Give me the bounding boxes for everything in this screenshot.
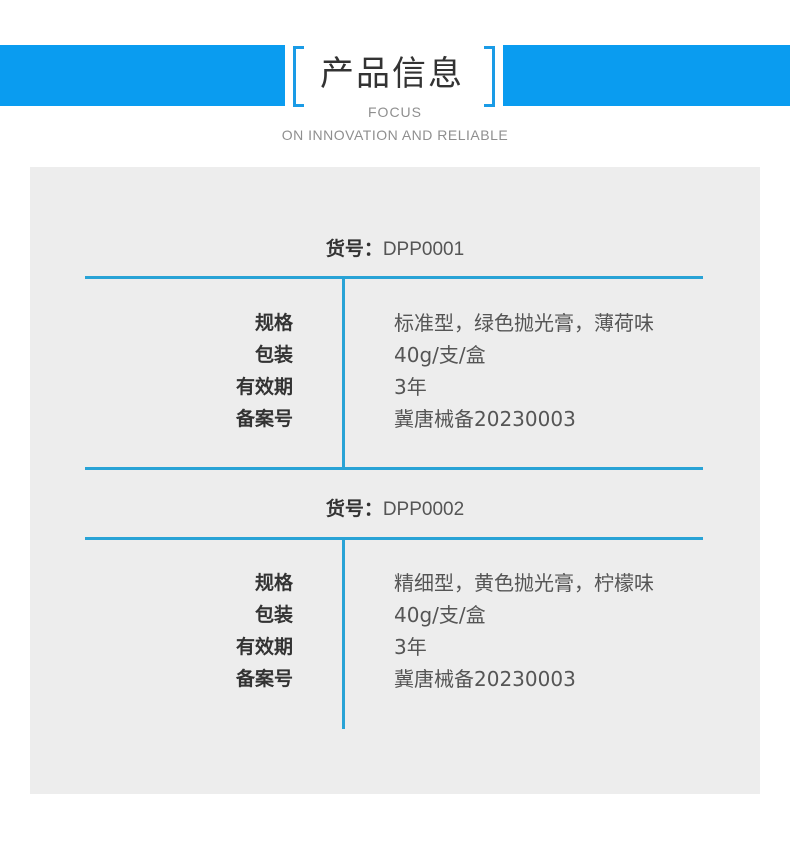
header-bar-right bbox=[503, 45, 790, 106]
product-info-panel: 货号：DPP0001 规格 包装 有效期 备案号 标准型，绿色抛光膏，薄荷味 4… bbox=[30, 167, 760, 794]
label-shelf-life: 有效期 bbox=[235, 376, 293, 398]
left-bracket-decoration bbox=[293, 46, 304, 107]
label-package: 包装 bbox=[254, 604, 293, 626]
label-record-no: 备案号 bbox=[235, 408, 293, 430]
divider-top-2 bbox=[85, 537, 703, 540]
section-subtitle: FOCUS bbox=[368, 104, 422, 120]
section-slogan: ON INNOVATION AND RELIABLE bbox=[281, 127, 509, 143]
value-spec: 精细型，黄色抛光膏，柠檬味 bbox=[394, 571, 654, 595]
value-shelf-life: 3年 bbox=[394, 375, 427, 399]
section-title: 产品信息 bbox=[320, 54, 464, 94]
product-sku-2: 货号：DPP0002 bbox=[30, 494, 760, 521]
value-spec: 标准型，绿色抛光膏，薄荷味 bbox=[394, 311, 654, 335]
value-shelf-life: 3年 bbox=[394, 635, 427, 659]
label-package: 包装 bbox=[254, 344, 293, 366]
field-values-1: 标准型，绿色抛光膏，薄荷味 40g/支/盒 3年 冀唐械备20230003 bbox=[394, 307, 734, 435]
column-divider-1 bbox=[342, 276, 345, 468]
label-record-no: 备案号 bbox=[235, 668, 293, 690]
label-spec: 规格 bbox=[254, 312, 293, 334]
field-values-2: 精细型，黄色抛光膏，柠檬味 40g/支/盒 3年 冀唐械备20230003 bbox=[394, 567, 734, 695]
field-labels-2: 规格 包装 有效期 备案号 bbox=[180, 567, 293, 695]
sku-value: DPP0001 bbox=[382, 239, 465, 260]
right-bracket-decoration bbox=[484, 46, 495, 107]
column-divider-2 bbox=[342, 537, 345, 729]
sku-value: DPP0002 bbox=[382, 499, 465, 520]
sku-label: 货号： bbox=[325, 498, 383, 520]
product-sku-1: 货号：DPP0001 bbox=[30, 234, 760, 261]
value-record-no: 冀唐械备20230003 bbox=[394, 667, 576, 691]
divider-bottom-1 bbox=[85, 467, 703, 470]
value-package: 40g/支/盒 bbox=[394, 343, 486, 367]
value-record-no: 冀唐械备20230003 bbox=[394, 407, 576, 431]
sku-label: 货号： bbox=[325, 238, 383, 260]
value-package: 40g/支/盒 bbox=[394, 603, 486, 627]
field-labels-1: 规格 包装 有效期 备案号 bbox=[180, 307, 293, 435]
header-bar-left bbox=[0, 45, 285, 106]
label-spec: 规格 bbox=[254, 572, 293, 594]
label-shelf-life: 有效期 bbox=[235, 636, 293, 658]
divider-top-1 bbox=[85, 276, 703, 279]
